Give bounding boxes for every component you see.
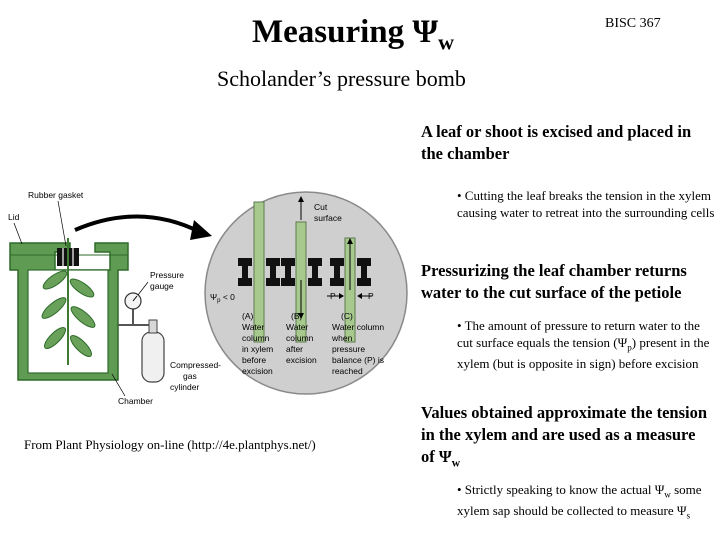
section-3-heading: Values obtained approximate the tension … — [421, 403, 708, 470]
label-cut-surface-2: surface — [314, 213, 342, 223]
course-code: BISC 367 — [605, 16, 661, 31]
section-1-bullet: • Cutting the leaf breaks the tension in… — [457, 188, 715, 220]
section-2-heading: Pressurizing the leaf chamber returns wa… — [421, 261, 687, 302]
label-compressed-gas-3: cylinder — [170, 382, 199, 392]
section-3-bullet: • Strictly speaking to know the actual Ψ… — [457, 482, 702, 521]
gas-cylinder — [141, 331, 165, 383]
svg-text:when: when — [331, 333, 353, 343]
svg-text:balance (P) is: balance (P) is — [332, 355, 384, 365]
svg-text:excision: excision — [242, 366, 273, 376]
label-compressed-gas: Compressed- — [170, 360, 221, 370]
svg-text:reached: reached — [332, 366, 363, 376]
label-cut-surface: Cut — [314, 202, 328, 212]
label-psi-p: Ψp < 0 — [210, 292, 235, 304]
svg-text:after: after — [286, 344, 303, 354]
figure-credit: From Plant Physiology on-line (http://4e… — [24, 437, 316, 452]
section-2-bullet: • The amount of pressure to return water… — [457, 318, 710, 371]
svg-text:excision: excision — [286, 355, 317, 365]
svg-text:column: column — [242, 333, 270, 343]
svg-text:Water: Water — [286, 322, 309, 332]
svg-text:pressure: pressure — [332, 344, 365, 354]
label-rubber-gasket: Rubber gasket — [28, 190, 84, 200]
label-chamber: Chamber — [118, 396, 153, 406]
pressure-bomb-figure: Rubber gasket Lid Pressure gauge Compres… — [8, 190, 408, 406]
panel-c-label: (C) — [341, 311, 353, 321]
svg-text:Water column: Water column — [332, 322, 384, 332]
curved-arrow-icon — [74, 214, 201, 234]
label-compressed-gas-2: gas — [183, 371, 197, 381]
panel-b-label: (B) — [291, 311, 303, 321]
label-p-right: P — [368, 291, 374, 301]
panel-a-label: (A) — [242, 311, 254, 321]
page-subtitle: Scholander’s pressure bomb — [217, 66, 466, 91]
label-lid: Lid — [8, 212, 20, 222]
svg-text:in xylem: in xylem — [242, 344, 273, 354]
svg-text:before: before — [242, 355, 266, 365]
label-pressure-gauge: Pressure — [150, 270, 184, 280]
label-pressure-gauge-2: gauge — [150, 281, 174, 291]
svg-text:column: column — [286, 333, 314, 343]
page-title: Measuring Ψw — [252, 14, 455, 55]
magnified-view — [204, 191, 408, 395]
section-1-heading: A leaf or shoot is excised and placed in… — [421, 122, 692, 163]
svg-text:Water: Water — [242, 322, 265, 332]
label-p-left: P — [330, 291, 336, 301]
leafy-shoot — [41, 238, 96, 365]
